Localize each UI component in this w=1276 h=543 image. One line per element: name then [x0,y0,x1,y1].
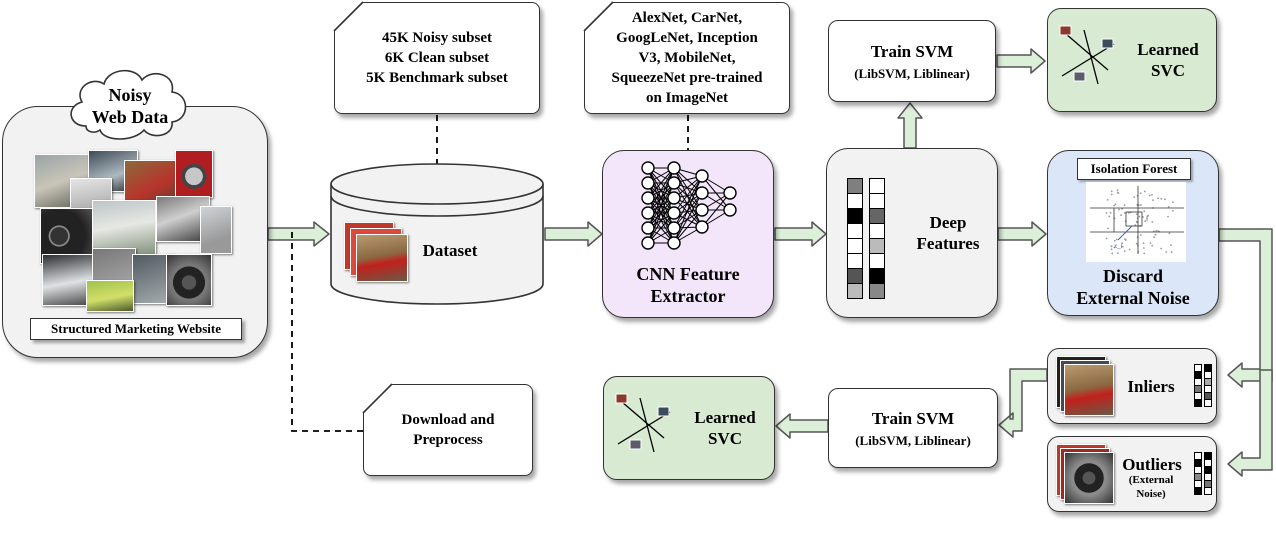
cnn-feature-extractor: CNN Feature Extractor [602,150,774,318]
cloud-shape [70,69,187,140]
model-line-2: GoogLeNet, Inception [616,30,758,46]
svc-top-hyperplanes-icon [1059,25,1115,85]
note-subsets-fold [333,1,364,32]
train-svm-bottom-title: Train SVM [871,408,955,428]
isolation-axis-label: x_i [1113,242,1123,250]
model-line-4: SqueezeNet pre-trained [611,70,763,86]
nn-node [695,186,709,200]
learned-svc-bottom-line2: SVC [707,429,742,448]
feature-vector-2 [869,178,885,299]
note-models: AlexNet, CarNet, GoogLeNet, Inception V3… [584,2,790,114]
arrow-isolation-to-inliers [1218,228,1273,388]
learned-svc-top: Learned SVC [1047,8,1217,112]
train-svm-bottom: Train SVM (LibSVM, Liblinear) [828,388,998,468]
nn-node [695,203,709,217]
nn-node [667,161,681,175]
arrow-isolation-to-outliers [1227,369,1273,477]
train-svm-top-title: Train SVM [870,41,954,61]
note-models-fold [583,1,614,32]
nn-node [667,221,681,235]
isolation-scatter [1105,189,1174,255]
arrow-dataset-to-cnn [544,221,603,247]
note-download: Download and Preprocess [363,384,533,476]
nn-node [641,206,655,220]
outliers-sub2: Noise) [1136,488,1166,500]
nn-node [641,221,655,235]
learned-svc-bottom-line1: Learned [694,408,756,427]
feature-vector-1 [847,178,863,299]
dashed-download [291,232,363,432]
isolation-forest-tag: Isolation Forest [1077,158,1191,180]
model-line-5: on ImageNet [645,90,729,106]
inliers-feature-icon [1194,364,1212,407]
arrow-trainsvm-to-svc-bottom [775,413,829,439]
deep-features-line1: Deep [929,213,967,232]
outliers-feature-icon [1194,452,1212,495]
learned-svc-bottom: Learned SVC [603,376,775,480]
download-line-1: Download and [401,412,495,428]
nn-node [695,220,709,234]
web-data-caption: Structured Marketing Website [30,318,242,340]
nn-node [641,236,655,250]
deep-features-line2: Features [916,234,980,253]
cloud-line2: Web Data [91,107,169,127]
arrow-cnn-to-features [774,221,827,247]
nn-edges [647,167,731,244]
outliers-label: Outliers [1122,455,1182,474]
arrow-features-to-isolation [997,221,1047,247]
dataset-photo-front [356,234,408,282]
nn-node [641,176,655,190]
cnn-line1: CNN Feature [636,264,740,284]
learned-svc-top-line1: Learned [1137,40,1199,59]
train-svm-top-sub: (LibSVM, Liblinear) [854,65,970,81]
model-line-1: AlexNet, CarNet, [631,10,743,26]
nn-node [723,186,737,200]
subset-line-3: 5K Benchmark subset [366,70,508,86]
isolation-line2: External Noise [1076,288,1190,308]
dataset-label: Dataset [422,241,478,260]
arrow-webdata-to-dataset [267,221,330,247]
inliers-photo-front [1064,364,1114,416]
isolation-forest-plot: x_i [1086,182,1186,262]
outliers-photo-front [1064,452,1114,504]
nn-node [667,236,681,250]
nn-node [695,169,709,183]
download-line-2: Preprocess [413,432,483,448]
model-line-3: V3, MobileNet, [638,50,736,66]
arrow-features-to-trainsvm [897,102,923,149]
subset-line-2: 6K Clean subset [384,50,490,66]
note-subsets: 45K Noisy subset 6K Clean subset 5K Benc… [334,2,540,114]
nn-node [667,176,681,190]
train-svm-top: Train SVM (LibSVM, Liblinear) [828,20,996,102]
train-svm-bottom-sub: (LibSVM, Liblinear) [855,432,971,448]
neural-network-icon [641,161,737,250]
subset-line-1: 45K Noisy subset [381,30,493,46]
cnn-line2: Extractor [650,286,726,306]
nn-node [667,206,681,220]
learned-svc-top-line2: SVC [1150,61,1185,80]
note-download-fold [362,383,393,414]
nn-nodes [641,161,737,250]
svc-bottom-hyperplanes-icon [615,393,671,453]
isolation-line1: Discard [1103,266,1163,286]
arrow-trainsvm-to-svc-top [996,48,1046,74]
cloud-line1: Noisy [108,85,152,105]
nn-node [723,203,737,217]
outliers-sub1: (External [1128,474,1174,486]
nn-node [641,191,655,205]
inliers-label: Inliers [1127,377,1175,396]
nn-node [667,191,681,205]
nn-node [641,161,655,175]
arrow-inliers-to-trainsvm [998,368,1048,438]
